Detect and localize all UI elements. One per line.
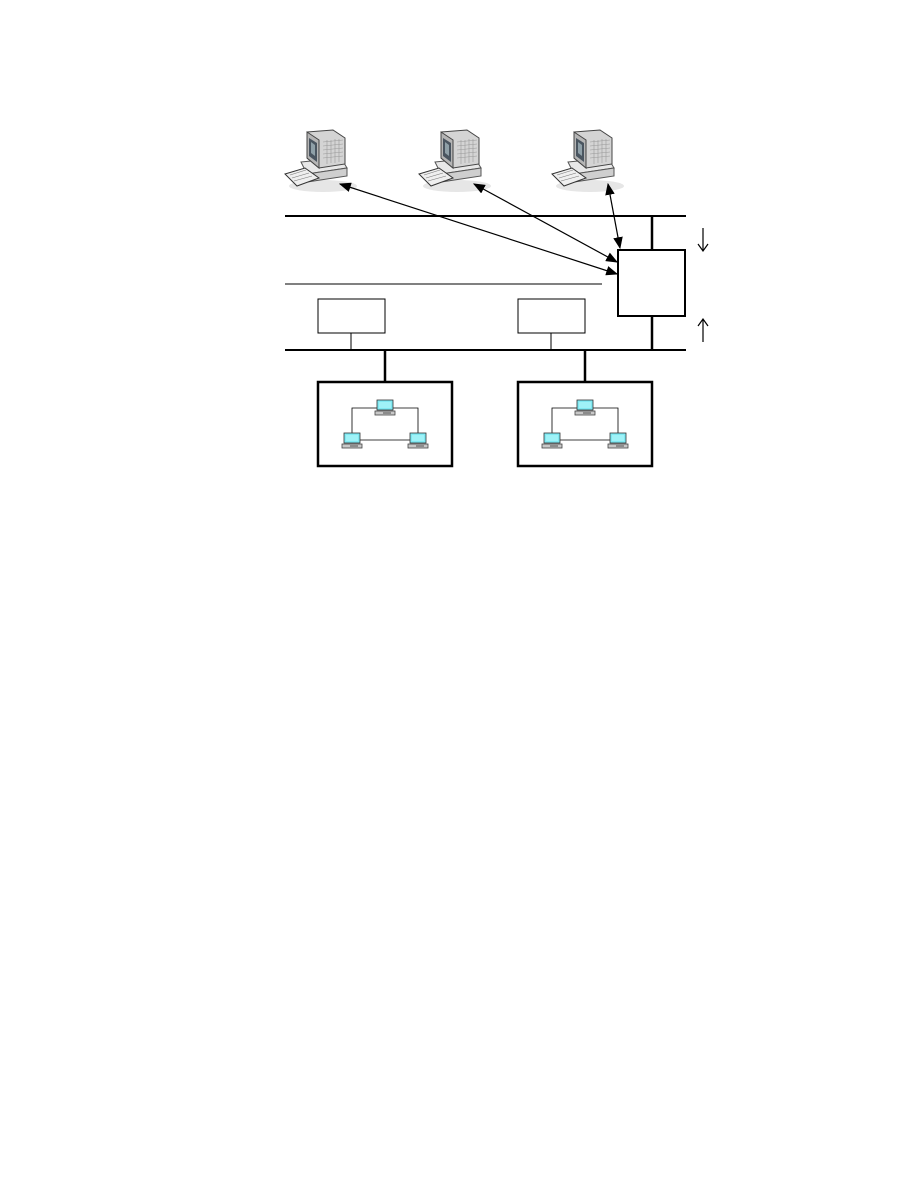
left-subnet-node-top-small-computer-icon [374, 399, 396, 416]
right-subnet-node-right-small-computer-icon [607, 432, 629, 449]
right-subnet-node-top-small-computer-icon [574, 399, 596, 416]
arrow-up-icon [697, 317, 709, 342]
right-subnet-node-left-small-computer-icon [541, 432, 563, 449]
workstation-3-desktop-computer-icon [551, 129, 625, 193]
right-subnetwork [516, 380, 654, 468]
left-module-box [317, 298, 386, 334]
workstation-2-desktop-computer-icon [418, 129, 492, 193]
workstation-1-desktop-computer-icon [284, 129, 358, 193]
link-arrow-workstation-2 [472, 183, 619, 263]
arrow-down-icon [697, 228, 709, 253]
gateway-box [617, 249, 686, 317]
link-arrow-workstation-1 [338, 182, 619, 276]
right-module-box [517, 298, 586, 334]
left-subnetwork [316, 380, 454, 468]
link-arrow-workstation-3 [605, 182, 623, 250]
left-subnet-node-right-small-computer-icon [407, 432, 429, 449]
left-subnet-node-left-small-computer-icon [341, 432, 363, 449]
